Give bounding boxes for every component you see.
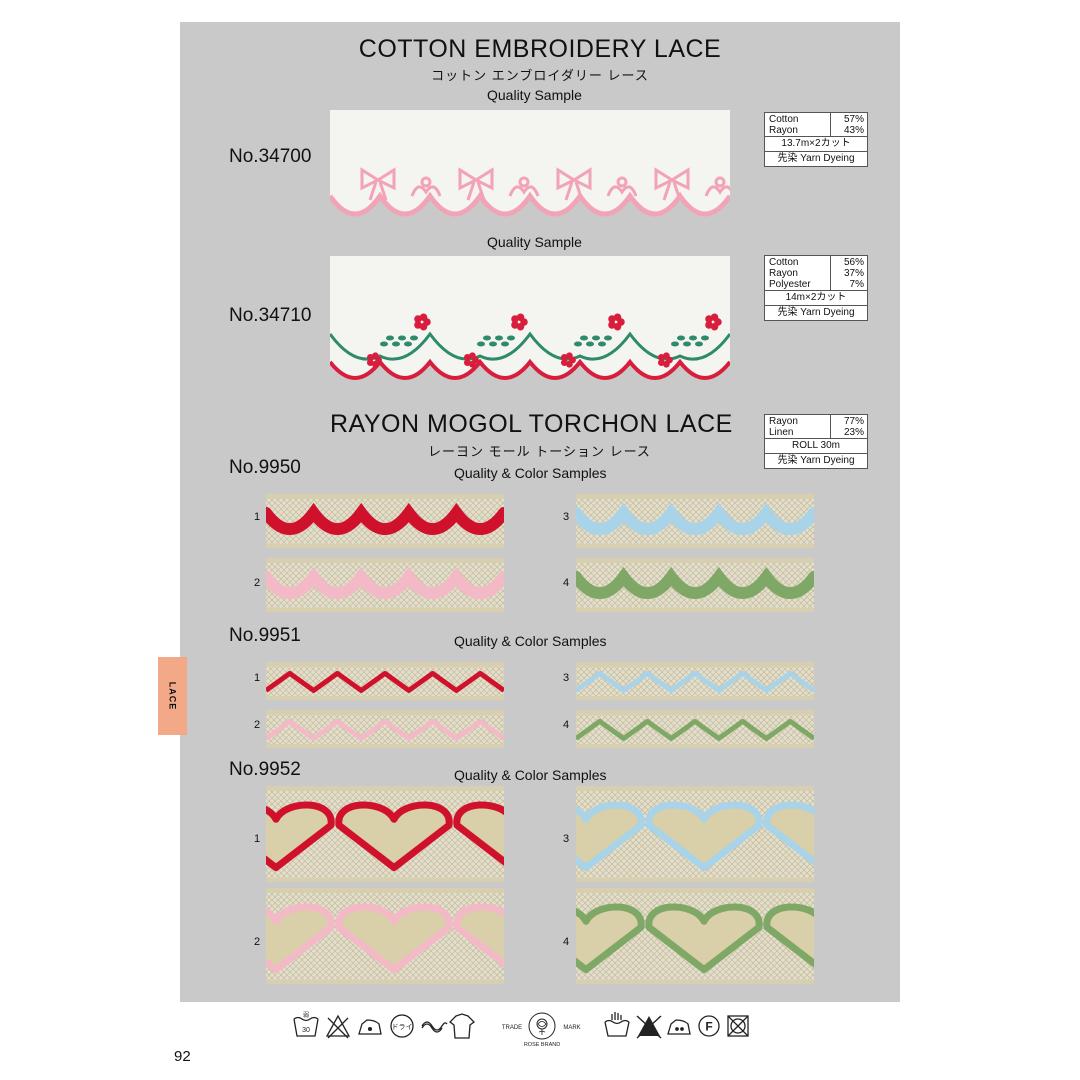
product-number: No.9950 [229,457,301,478]
variant-index: 2 [254,719,261,731]
product-number: No.34700 [229,146,312,167]
tab-label: LACE [167,681,178,711]
spec-length: 13.7m×2カット [765,137,867,152]
product-number: No.9951 [229,625,301,646]
hand-wash-icon [604,1012,630,1037]
dryclean-f-icon: F [698,1015,720,1037]
spec-dyeing: 先染 Yarn Dyeing [777,307,855,318]
spec-length: 14m×2カット [765,291,867,306]
material-name: Rayon [769,125,798,136]
material-name: Cotton [769,114,799,125]
variant-index: 4 [563,719,570,731]
dryclean-icon: ドライ [390,1014,414,1038]
material-percent: 23% [843,427,864,438]
material-percent: 43% [843,125,864,136]
iron-icon [667,1019,691,1035]
variant-index: 1 [254,672,261,684]
spec-dyeing: 先染 Yarn Dyeing [777,153,855,164]
svg-text:TRADE: TRADE [502,1025,522,1031]
svg-text:MARK: MARK [563,1025,580,1031]
wring-icon [421,1021,448,1033]
product-number: No.34710 [229,305,312,326]
variant-index: 3 [563,833,570,845]
product-number: No.9952 [229,759,301,780]
lace-swatch-9950-3 [576,494,814,548]
iron-low-icon [358,1019,382,1035]
section-title-cotton-embroidery: COTTON EMBROIDERY LACE [358,35,722,63]
material-percent: 7% [849,279,864,290]
embroidery-sample-34700 [330,110,730,230]
no-bleach-triangle-icon [636,1015,662,1039]
lace-swatch-9952-4 [576,888,814,984]
material-name: Rayon [769,416,798,427]
material-percent: 56% [843,257,864,268]
material-name: Cotton [769,257,799,268]
variant-index: 3 [563,511,570,523]
lace-swatch-9951-3 [576,662,814,700]
material-name: Rayon [769,268,798,279]
section-subtitle-jp: レーヨン モール トーション レース [428,444,651,459]
quality-sample-label: Quality Sample [487,234,582,250]
svg-text:30: 30 [302,1027,310,1034]
spec-length: ROLL 30m [765,439,867,454]
washtub-40-icon: 弱 30 [293,1012,319,1037]
no-bleach-icon [325,1014,351,1039]
svg-text:弱: 弱 [303,1012,309,1019]
lace-section-tab: LACE [158,657,187,735]
lace-swatch-9952-1 [266,786,504,882]
material-name: Polyester [769,279,811,290]
svg-text:ROSE BRAND: ROSE BRAND [524,1042,560,1048]
lace-swatch-9951-1 [266,662,504,700]
lace-swatch-9950-1 [266,494,504,548]
rose-brand-logo: TRADE MARK ROSE BRAND [500,1004,584,1048]
color-samples-label: Quality & Color Samples [454,767,607,783]
lace-swatch-9952-3 [576,786,814,882]
lace-swatch-9951-2 [266,710,504,748]
variant-index: 2 [254,577,261,589]
variant-index: 1 [254,833,261,845]
embroidery-sample-34710 [330,256,730,396]
quality-sample-label: Quality Sample [487,87,582,103]
page-number: 92 [174,1048,191,1065]
variant-index: 3 [563,672,570,684]
material-percent: 77% [843,416,864,427]
shirt-hang-icon [449,1013,475,1039]
section-subtitle-jp: コットン エンブロイダリー レース [431,68,649,83]
care-icons-right: F [603,1010,753,1042]
material-name: Linen [769,427,794,438]
color-samples-label: Quality & Color Samples [454,633,607,649]
svg-text:F: F [705,1020,712,1034]
material-percent: 57% [843,114,864,125]
variant-index: 4 [563,577,570,589]
color-samples-label: Quality & Color Samples [454,465,607,481]
care-icons-left: 弱 30 ドライ [292,1010,476,1042]
lace-swatch-9950-4 [576,558,814,612]
lace-swatch-9952-2 [266,888,504,984]
variant-index: 2 [254,936,261,948]
variant-index: 1 [254,511,261,523]
spec-dyeing: 先染 Yarn Dyeing [777,455,855,466]
lace-swatch-9950-2 [266,558,504,612]
variant-index: 4 [563,936,570,948]
lace-swatch-9951-4 [576,710,814,748]
section-title-rayon-torchon: RAYON MOGOL TORCHON LACE [330,410,733,438]
material-percent: 37% [843,268,864,279]
no-tumble-icon [727,1015,749,1037]
svg-text:ドライ: ドライ [392,1023,413,1031]
